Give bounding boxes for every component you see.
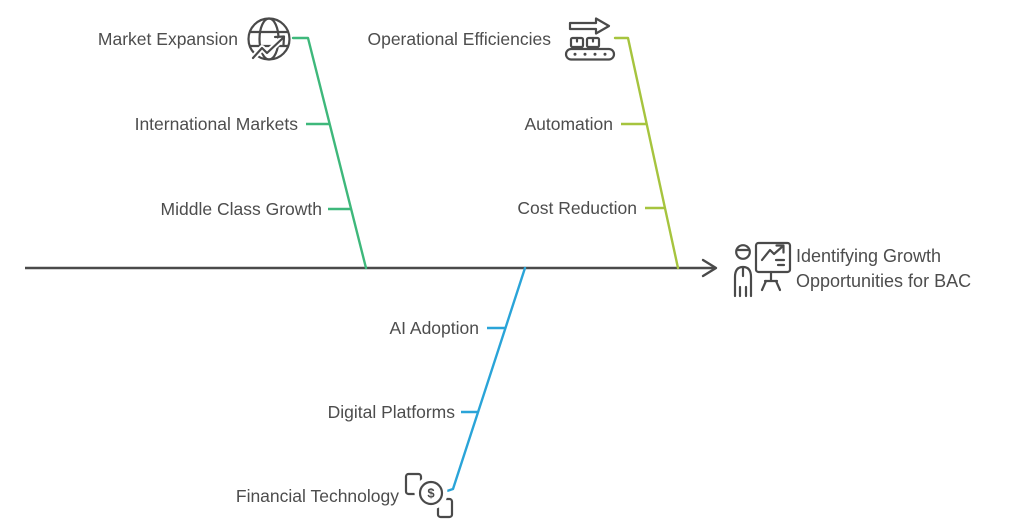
branch-market-expansion: Market Expansion International Markets M… <box>98 17 368 270</box>
spine-arrow-icon <box>701 258 718 278</box>
middle-class-growth-label: Middle Class Growth <box>161 199 322 219</box>
operational-efficiencies-label: Operational Efficiencies <box>367 29 551 49</box>
conveyor-belt-arrow-icon <box>564 17 616 61</box>
financial-technology-label: Financial Technology <box>236 486 399 506</box>
branch-financial-technology: AI Adoption Digital Platforms Financial … <box>236 266 527 519</box>
presenter-chart-board-icon <box>733 241 792 298</box>
market-expansion-label: Market Expansion <box>98 29 238 49</box>
branch-operational-efficiencies: Operational Efficiencies Automation Cost… <box>367 17 680 270</box>
head-title-line2: Opportunities for BAC <box>796 271 971 291</box>
ai-adoption-label: AI Adoption <box>389 318 479 338</box>
digital-platforms-label: Digital Platforms <box>328 402 456 422</box>
mobile-payment-icon: $ <box>404 472 454 519</box>
diagram-head: Identifying Growth Opportunities for BAC <box>733 241 971 298</box>
dollar-glyph: $ <box>427 486 435 501</box>
head-title-line1: Identifying Growth <box>796 246 941 266</box>
automation-label: Automation <box>524 114 613 134</box>
operational-efficiencies-branch-line <box>613 36 680 270</box>
globe-trend-icon <box>247 17 291 61</box>
spine <box>25 258 718 278</box>
cost-reduction-label: Cost Reduction <box>517 198 637 218</box>
financial-technology-branch-line <box>442 266 527 494</box>
international-markets-label: International Markets <box>135 114 299 134</box>
market-expansion-branch-line <box>291 36 368 270</box>
